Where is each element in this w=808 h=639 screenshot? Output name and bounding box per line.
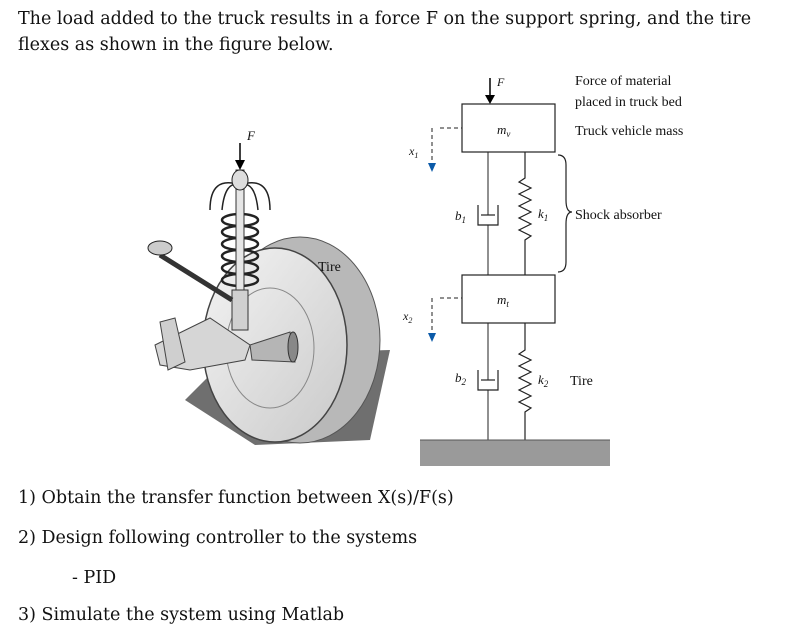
k2-label: k: [538, 372, 544, 387]
left-tire-label: Tire: [318, 260, 341, 275]
x1-subscript: 1: [414, 151, 418, 160]
k2-subscript: 2: [544, 379, 549, 389]
mv-label: m: [497, 122, 506, 137]
svg-text:mv: mv: [497, 122, 510, 139]
svg-text:x2: x2: [402, 309, 412, 325]
mt-subscript: t: [506, 299, 509, 309]
b1-subscript: 1: [462, 215, 467, 225]
svg-text:b2: b2: [455, 370, 467, 387]
shock-absorber-brace: [557, 154, 573, 273]
b2-label: b: [455, 370, 462, 385]
mass-spring-damper-diagram: F mv x1 b1 k1 mt x2 b2: [402, 74, 683, 466]
annotation-force-material-2: placed in truck bed: [575, 95, 682, 110]
spring-k2: [517, 323, 533, 440]
question-1: 1) Obtain the transfer function between …: [18, 488, 454, 508]
annotation-truck-mass: Truck vehicle mass: [575, 124, 683, 139]
ground-block: [420, 440, 610, 466]
annotation-shock-absorber: Shock absorber: [575, 208, 662, 223]
svg-text:k1: k1: [538, 206, 548, 223]
b2-subscript: 2: [462, 377, 467, 387]
tire-mass-block: [461, 274, 556, 324]
right-force-label: F: [496, 75, 505, 89]
b1-label: b: [455, 208, 462, 223]
x2-label: x: [402, 309, 409, 323]
annotation-tire: Tire: [570, 374, 593, 389]
left-force-label: F: [246, 128, 256, 143]
svg-text:x1: x1: [408, 144, 418, 160]
suspension-illustration: F Tire: [147, 128, 390, 445]
x2-subscript: 2: [408, 316, 412, 325]
x1-label: x: [408, 144, 415, 158]
mv-subscript: v: [506, 129, 510, 139]
vehicle-mass-block: [461, 103, 556, 153]
mt-label: m: [497, 292, 506, 307]
spring-k1: [517, 152, 533, 275]
question-2-pid: - PID: [72, 568, 117, 588]
svg-text:b1: b1: [455, 208, 466, 225]
k1-subscript: 1: [544, 213, 549, 223]
annotation-force-material-1: Force of material: [575, 74, 672, 89]
problem-statement: The load added to the truck results in a…: [18, 9, 752, 55]
svg-text:k2: k2: [538, 372, 549, 389]
question-2: 2) Design following controller to the sy…: [18, 528, 418, 548]
question-3: 3) Simulate the system using Matlab: [18, 605, 345, 625]
k1-label: k: [538, 206, 544, 221]
svg-text:mt: mt: [497, 292, 509, 309]
